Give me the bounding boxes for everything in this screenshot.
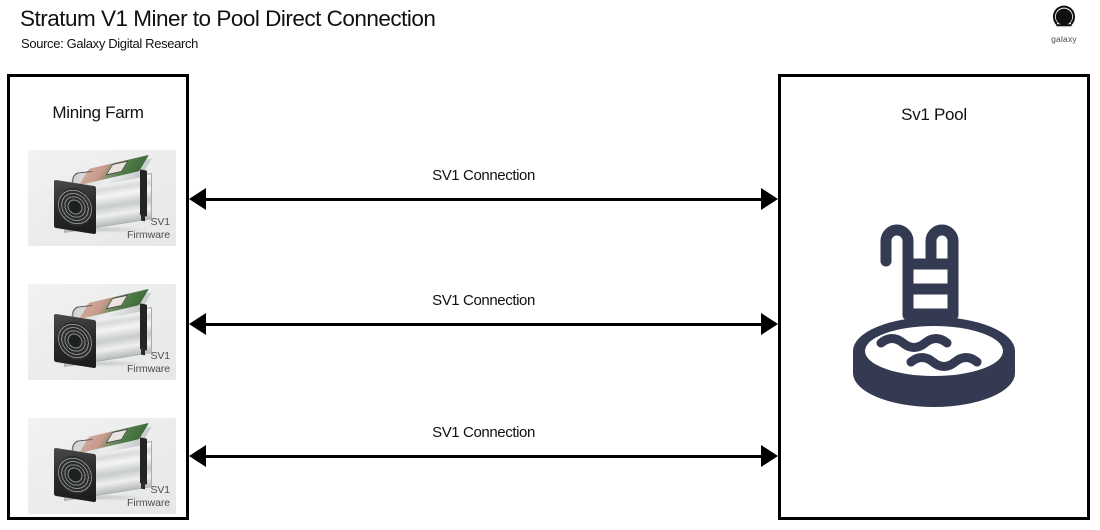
sv1-connection-label: SV1 Connection bbox=[432, 292, 535, 309]
miner-firmware-label-line1: SV1 bbox=[150, 350, 170, 362]
asic-miner-icon bbox=[28, 150, 176, 246]
miner-tile: SV1 Firmware bbox=[28, 284, 176, 380]
miner-tile: SV1 Firmware bbox=[28, 150, 176, 246]
miner-tile: SV1 Firmware bbox=[28, 418, 176, 514]
arrow-right-icon bbox=[761, 445, 778, 467]
mining-farm-title: Mining Farm bbox=[52, 103, 144, 122]
galaxy-circle-icon bbox=[1053, 5, 1075, 27]
galaxy-wordmark: galaxy bbox=[1051, 34, 1077, 44]
miner-firmware-label-line2: Firmware bbox=[127, 497, 170, 509]
arrow-right-icon bbox=[761, 313, 778, 335]
sv1-connection-label: SV1 Connection bbox=[432, 167, 535, 184]
arrow-left-icon bbox=[189, 445, 206, 467]
swimming-pool-icon bbox=[853, 224, 1015, 407]
sv1-pool-title: Sv1 Pool bbox=[901, 105, 967, 124]
connection-line bbox=[202, 454, 765, 458]
galaxy-logo: galaxy bbox=[1040, 4, 1088, 52]
page-source-line: Source: Galaxy Digital Research bbox=[21, 36, 199, 51]
sv1-connection-row: SV1 Connection bbox=[189, 292, 778, 335]
miner-firmware-label: SV1 Firmware bbox=[127, 484, 170, 510]
sv1-connection-label: SV1 Connection bbox=[432, 424, 535, 441]
arrow-left-icon bbox=[189, 313, 206, 335]
connection-line bbox=[202, 197, 765, 201]
sv1-connection-row: SV1 Connection bbox=[189, 167, 778, 210]
sv1-pool-panel: Sv1 Pool bbox=[778, 74, 1090, 520]
sv1-connection-row: SV1 Connection bbox=[189, 424, 778, 467]
miner-firmware-label-line1: SV1 bbox=[150, 216, 170, 228]
miner-firmware-label: SV1 Firmware bbox=[127, 350, 170, 376]
arrow-left-icon bbox=[189, 188, 206, 210]
mining-farm-panel: Mining Farm SV1 Firmware bbox=[7, 74, 189, 520]
page-title: Stratum V1 Miner to Pool Direct Connecti… bbox=[20, 6, 436, 31]
miner-firmware-label-line2: Firmware bbox=[127, 229, 170, 241]
miner-firmware-label: SV1 Firmware bbox=[127, 216, 170, 242]
arrow-right-icon bbox=[761, 188, 778, 210]
miner-firmware-label-line2: Firmware bbox=[127, 363, 170, 375]
connection-line bbox=[202, 322, 765, 326]
asic-miner-icon bbox=[28, 418, 176, 514]
asic-miner-icon bbox=[28, 284, 176, 380]
miner-firmware-label-line1: SV1 bbox=[150, 484, 170, 496]
